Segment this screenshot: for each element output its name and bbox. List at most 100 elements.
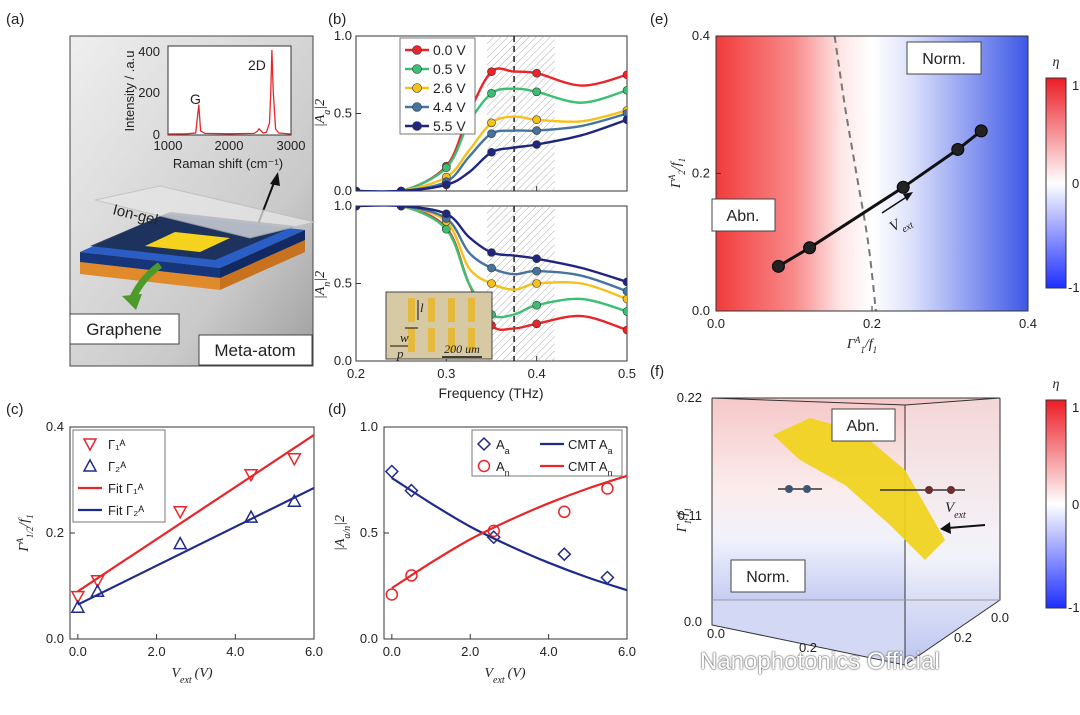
series-marker bbox=[396, 186, 406, 191]
series-marker bbox=[532, 115, 541, 124]
d-ylabel: |Aa/n|2 bbox=[333, 515, 353, 551]
fit-line bbox=[77, 434, 315, 593]
f-ztick-00: 0.0 bbox=[684, 614, 702, 629]
e-ylabel: ΓA2/f1 bbox=[667, 158, 687, 189]
series-marker bbox=[622, 70, 627, 80]
f-side-face bbox=[905, 398, 1000, 665]
panel-b: (b) 0.00.51.0 |Aa|2 0.0 V0.5 V2.6 V4.4 V… bbox=[313, 11, 636, 401]
series-marker bbox=[532, 266, 541, 276]
legend-marker bbox=[476, 436, 492, 452]
legend-label: 4.4 V bbox=[433, 99, 466, 115]
e-abn-box bbox=[711, 198, 776, 232]
inset-p-label: p bbox=[396, 346, 404, 361]
data-marker bbox=[90, 583, 105, 598]
legend-label: 2.6 V bbox=[433, 80, 466, 96]
trajectory-point bbox=[951, 142, 965, 156]
raman-ytick-200: 200 bbox=[138, 85, 160, 100]
shaded-band-hatch bbox=[486, 36, 555, 191]
xtick-label: 6.0 bbox=[305, 644, 323, 659]
f-traj-point bbox=[925, 486, 933, 494]
series-marker bbox=[622, 115, 627, 124]
panel-a-label: (a) bbox=[6, 11, 24, 28]
raman-xlabel: Raman shift (cm⁻¹) bbox=[173, 156, 283, 171]
panel-d-label: (d) bbox=[328, 401, 346, 418]
d-legend-box bbox=[471, 429, 623, 477]
series-marker bbox=[487, 279, 496, 288]
panel-f: (f) Vext Abn. Norm. 0.22 0.11 0.0 0.0 0.… bbox=[650, 363, 1080, 666]
e-plot bbox=[771, 36, 988, 311]
series-marker bbox=[487, 248, 496, 257]
series-marker bbox=[532, 300, 541, 310]
ytick-label: 0.5 bbox=[334, 276, 352, 291]
f-box-top-right-edge bbox=[904, 397, 1001, 406]
b-top-curves bbox=[356, 67, 627, 191]
f-abn-label: Abn. bbox=[847, 418, 880, 435]
xtick-label: 0.2 bbox=[863, 316, 881, 331]
f-abn-box bbox=[831, 408, 896, 442]
fit-line bbox=[77, 486, 315, 606]
e-colorbar bbox=[1045, 77, 1067, 289]
ytick-label: 1.0 bbox=[360, 419, 378, 434]
f-colorbar-tick-1: 1 bbox=[1072, 400, 1079, 415]
data-marker bbox=[385, 588, 399, 601]
raman-ytick-400: 400 bbox=[138, 44, 160, 59]
b-top-ticks: 0.00.51.0 bbox=[334, 28, 628, 198]
ytick-label: 0.5 bbox=[360, 525, 378, 540]
f-ylabel: Γ1/f1 bbox=[675, 508, 693, 534]
metaatom-bar bbox=[468, 328, 475, 352]
data-marker bbox=[287, 453, 302, 467]
inset-scale-label: 200 um bbox=[444, 342, 480, 356]
legend-label: Fit Γ₁ᴬ bbox=[108, 481, 144, 496]
legend-marker bbox=[412, 121, 422, 131]
xtick-label: 0.3 bbox=[437, 366, 455, 381]
c-legend-box bbox=[72, 429, 166, 523]
series-marker bbox=[622, 286, 627, 296]
f-norm-box bbox=[730, 559, 806, 593]
xtick-label: 0.0 bbox=[69, 644, 87, 659]
legend-label: Aa bbox=[496, 437, 510, 456]
raman-peak-2d-label: 2D bbox=[248, 57, 266, 73]
f-ytick-02: 0.2 bbox=[954, 630, 972, 645]
raman-ylabel: Intensity / .a.u bbox=[122, 51, 137, 132]
legend-marker bbox=[412, 102, 422, 112]
series-marker bbox=[396, 206, 406, 211]
f-ztick-011: 0.11 bbox=[678, 508, 702, 523]
metaatom-label: Meta-atom bbox=[214, 341, 295, 360]
e-abn-label: Abn. bbox=[727, 208, 760, 225]
raman-peak-g-label: G bbox=[190, 91, 201, 107]
legend-label: 0.0 V bbox=[433, 42, 466, 58]
inset-l-label: l bbox=[420, 300, 424, 315]
series-marker bbox=[622, 277, 627, 287]
b-xlabel: Frequency (THz) bbox=[438, 385, 543, 401]
panel-c-label: (c) bbox=[6, 401, 24, 418]
raman-xtick-2000: 2000 bbox=[215, 138, 244, 153]
series-marker bbox=[532, 140, 541, 149]
data-marker bbox=[172, 506, 188, 520]
f-colorbar-tick-0: 0 bbox=[1072, 497, 1079, 512]
legend-label: 5.5 V bbox=[433, 118, 466, 134]
raman-ytick-0: 0 bbox=[153, 127, 160, 142]
series-marker bbox=[356, 186, 361, 191]
cmt-line bbox=[391, 476, 628, 592]
raman-line bbox=[167, 49, 292, 135]
ytick-label: 0.0 bbox=[360, 631, 378, 646]
xtick-label: 6.0 bbox=[618, 644, 636, 659]
xtick-label: 0.0 bbox=[383, 644, 401, 659]
series-marker bbox=[487, 89, 496, 98]
series-marker bbox=[356, 206, 361, 211]
raman-spectrum bbox=[167, 49, 292, 135]
panel-b-label: (b) bbox=[328, 11, 346, 28]
d-xlabel: Vext(V) bbox=[484, 666, 525, 686]
f-ytick-00: 0.0 bbox=[991, 610, 1009, 625]
metaatom-bar bbox=[448, 328, 455, 352]
legend-marker bbox=[82, 438, 98, 452]
ytick-label: 1.0 bbox=[334, 28, 352, 43]
inset-pointer-arrow-head bbox=[270, 172, 280, 186]
inset-w-label: w bbox=[400, 330, 409, 345]
legend-label: 0.5 V bbox=[433, 61, 466, 77]
xtick-label: 0.0 bbox=[707, 316, 725, 331]
ytick-label: 0.0 bbox=[334, 353, 352, 368]
